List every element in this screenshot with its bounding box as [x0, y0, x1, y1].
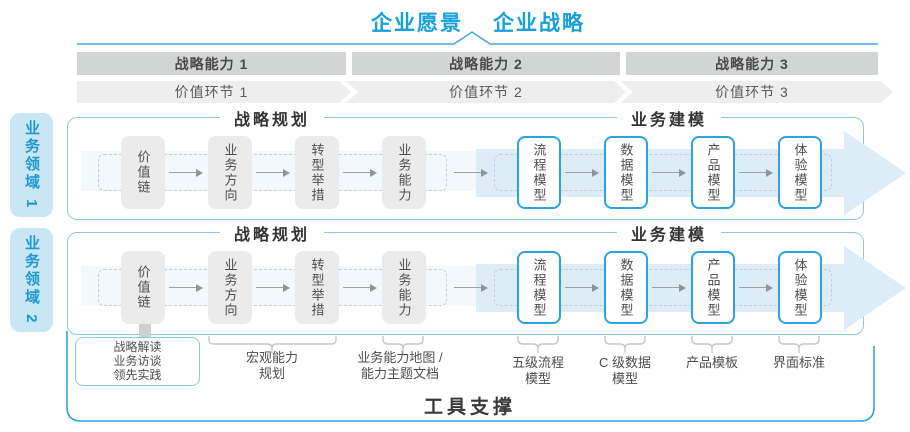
- flow-arrow-icon: [256, 284, 290, 292]
- stage-box-business-capability: 业务能力: [382, 136, 426, 209]
- business-domain-label-2: 业务领域 2: [10, 228, 53, 332]
- stage-box-transformation: 转型举措: [295, 136, 339, 209]
- dashed-track-right: [494, 269, 832, 306]
- flow-arrow-icon: [343, 284, 377, 292]
- stage-box-value-chain: 价值链: [121, 136, 165, 209]
- stage-box-experience-model: 体验模型: [778, 136, 822, 209]
- flow-arrow-icon: [565, 284, 599, 292]
- value-chevron-band: [77, 81, 893, 103]
- bracket-connector: [517, 336, 559, 353]
- flow-arrow-icon: [652, 284, 686, 292]
- row-title-modeling: 业务建模: [616, 106, 722, 130]
- flow-arrow-icon: [343, 169, 377, 177]
- dashed-track-left: [98, 269, 447, 306]
- stage-box-process-model: 流程模型: [517, 251, 561, 324]
- flow-arrow-icon: [652, 169, 686, 177]
- bracket-connector: [604, 336, 646, 353]
- flow-arrow-icon: [739, 284, 773, 292]
- footer-label-line: 规划: [258, 366, 286, 382]
- stage-box-product-model: 产品模型: [691, 136, 735, 209]
- row-title-planning: 战略规划: [219, 221, 325, 245]
- dashed-track-right: [494, 154, 832, 191]
- flow-arrow-icon: [739, 169, 773, 177]
- stage-box-data-model: 数据模型: [604, 251, 648, 324]
- flow-arrow-icon: [169, 169, 203, 177]
- footer-label-line: 领先实践: [113, 367, 162, 382]
- stage-box-data-model: 数据模型: [604, 136, 648, 209]
- stage-box-process-model: 流程模型: [517, 136, 561, 209]
- dashed-track-left: [98, 154, 447, 191]
- process-row-domain-1: 价值链 业务方向 转型举措 业务能力 流程模型 数据模型 产品模型 体验模型 战…: [67, 106, 906, 220]
- footer-label-data-model: C 级数据 模型: [599, 355, 651, 388]
- footer-label-line: 业务能力地图 /: [357, 350, 443, 365]
- flow-arrow-icon: [454, 169, 488, 177]
- capability-bar-3: 战略能力 3: [626, 52, 878, 75]
- vision-title: 企业愿景: [371, 12, 463, 35]
- flow-arrow-icon: [565, 169, 599, 177]
- stage-box-business-direction: 业务方向: [208, 251, 252, 324]
- strategy-sources-box: 战略解读 业务访谈 领先实践: [75, 337, 200, 387]
- flow-arrow-icon: [169, 284, 203, 292]
- footer-label-line: 宏观能力: [245, 350, 299, 365]
- top-titles: 企业愿景 企业战略: [371, 7, 585, 37]
- stage-box-experience-model: 体验模型: [778, 251, 822, 324]
- capability-bar-2: 战略能力 2: [352, 52, 620, 75]
- footer-label-line: 模型: [611, 371, 639, 387]
- stage-box-product-model: 产品模型: [691, 251, 735, 324]
- flow-arrow-icon: [256, 169, 290, 177]
- value-link-label-1: 价值环节 1: [174, 84, 249, 100]
- bracket-connector: [691, 336, 733, 353]
- footer-label-line: 模型: [524, 371, 552, 387]
- footer-label-product-template: 产品模板: [685, 355, 739, 370]
- footer-label-line: C 级数据: [598, 355, 652, 370]
- footer-label-capability-map: 业务能力地图 / 能力主题文档: [357, 350, 442, 383]
- stage-box-business-direction: 业务方向: [208, 136, 252, 209]
- capability-bar-1: 战略能力 1: [77, 52, 346, 75]
- row-title-planning: 战略规划: [219, 106, 325, 130]
- stage-box-business-capability: 业务能力: [382, 251, 426, 324]
- footer-label-macro-capability: 宏观能力 规划: [246, 350, 298, 383]
- flow-arrow-icon: [454, 284, 488, 292]
- row-title-modeling: 业务建模: [616, 221, 722, 245]
- footer-label-line: 业务访谈: [113, 353, 162, 368]
- bracket-connector: [778, 336, 820, 353]
- footer-label-process-model: 五级流程 模型: [512, 355, 564, 388]
- footer-label-ui-standard: 界面标准: [772, 355, 826, 370]
- value-link-label-2: 价值环节 2: [449, 84, 523, 100]
- tool-support-label: 工具支撑: [423, 397, 517, 418]
- business-domain-label-1: 业务领域 1: [10, 113, 53, 217]
- footer-label-line: 战略解读: [113, 340, 162, 354]
- stage-box-value-chain: 价值链: [121, 251, 165, 324]
- strategy-title: 企业战略: [493, 12, 585, 35]
- footer-label-line: 能力主题文档: [360, 366, 440, 382]
- value-link-label-3: 价值环节 3: [715, 84, 789, 100]
- footer-label-line: 五级流程: [511, 355, 565, 370]
- stage-box-transformation: 转型举措: [295, 251, 339, 324]
- process-row-domain-2: 价值链 业务方向 转型举措 业务能力 流程模型 数据模型 产品模型 体验模型 战…: [67, 221, 906, 335]
